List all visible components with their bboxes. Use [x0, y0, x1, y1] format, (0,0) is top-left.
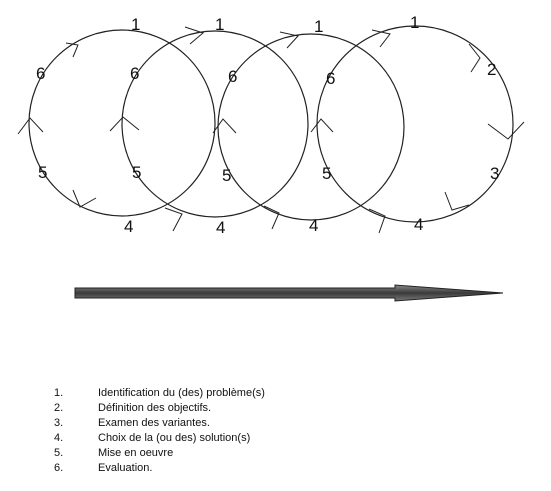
legend-text: Evaluation.: [98, 462, 153, 474]
arrowhead-icon: [109, 116, 140, 132]
cycle-4-label-left-upper: 6: [326, 69, 335, 88]
legend-text: Examen des variantes.: [98, 417, 210, 429]
cycle-4-label-left-lower: 5: [322, 164, 331, 183]
arrowhead-icon: [487, 121, 525, 140]
arrowhead-icon: [368, 208, 386, 234]
cycle-3-label-top: 1: [314, 17, 323, 36]
cycle-1-label-top: 1: [131, 15, 140, 34]
cycle-4-label-bottom: 4: [414, 215, 423, 234]
arrowhead-icon: [72, 189, 97, 208]
arrowhead-icon: [164, 207, 183, 232]
arrowhead-icon: [371, 29, 391, 48]
legend-text: Définition des objectifs.: [98, 402, 212, 414]
cycle-3-label-left-lower: 5: [222, 166, 231, 185]
legend-item: 6. Evaluation.: [54, 461, 474, 476]
arrowhead-icon: [263, 205, 280, 230]
cycle-3-label-left-upper: 6: [228, 67, 237, 86]
direction-arrowheads: [17, 26, 525, 234]
arrowhead-icon: [17, 117, 44, 135]
cycle-4: 1 6 5 4 2 3: [316, 13, 514, 234]
cycle-1-label-left-upper: 6: [36, 64, 45, 83]
step-legend: 1. Identification du (des) problème(s) 2…: [54, 386, 474, 476]
arrowhead-icon: [212, 118, 237, 134]
legend-number: 1.: [54, 387, 64, 399]
legend-item: 5. Mise en oeuvre: [54, 446, 474, 461]
legend-item: 4. Choix de la (ou des) solution(s): [54, 431, 474, 446]
legend-number: 5.: [54, 447, 64, 459]
cycle-3: 1 6 5 4: [217, 17, 405, 235]
arrowhead-icon: [468, 43, 481, 73]
cycle-2: 1 6 5 4: [121, 15, 309, 237]
legend-item: 1. Identification du (des) problème(s): [54, 386, 474, 401]
cycle-4-label-right-lower: 3: [490, 164, 499, 183]
progression-arrow: [74, 284, 504, 302]
legend-text: Choix de la (ou des) solution(s): [98, 432, 251, 444]
cycle-2-circle: [121, 30, 309, 218]
cycle-4-label-top: 1: [410, 13, 419, 32]
arrowhead-icon: [65, 42, 79, 58]
cycle-1-label-left-lower: 5: [38, 163, 47, 182]
cycle-2-label-top: 1: [215, 15, 224, 34]
legend-text: Identification du (des) problème(s): [98, 387, 265, 399]
cycle-2-label-bottom: 4: [216, 218, 225, 237]
legend-number: 2.: [54, 402, 64, 414]
cycle-3-label-bottom: 4: [309, 216, 318, 235]
arrowhead-icon: [184, 26, 205, 45]
cycle-1-label-bottom: 4: [124, 217, 133, 236]
arrowhead-icon: [279, 31, 299, 49]
cycle-4-circle: [316, 25, 514, 223]
cycle-1: 1 6 5 4: [28, 15, 216, 236]
cycle-2-label-left-upper: 6: [130, 64, 139, 83]
legend-number: 4.: [54, 432, 64, 444]
iterative-cycle-diagram: 1 6 5 4 1 6 5 4 1 6 5 4 1 6 5 4 2 3: [17, 13, 525, 302]
legend-number: 3.: [54, 417, 64, 429]
cycle-3-circle: [217, 33, 405, 221]
cycle-1-circle: [28, 29, 216, 217]
legend-item: 3. Examen des variantes.: [54, 416, 474, 431]
legend-number: 6.: [54, 462, 64, 474]
cycle-2-label-left-lower: 5: [132, 163, 141, 182]
legend-item: 2. Définition des objectifs.: [54, 401, 474, 416]
legend-text: Mise en oeuvre: [98, 447, 174, 459]
cycle-4-label-right-upper: 2: [487, 60, 496, 79]
arrowhead-icon: [310, 118, 334, 133]
arrowhead-icon: [444, 191, 470, 211]
